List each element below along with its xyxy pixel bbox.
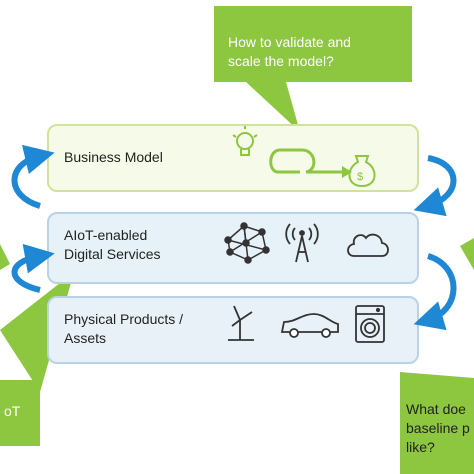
wind-turbine-icon	[228, 305, 254, 341]
bottom-right-callout-text: What doe baseline p like?	[406, 401, 470, 455]
radio-tower-icon	[285, 223, 319, 263]
cloud-icon	[347, 233, 389, 257]
top-callout-text: How to validate and scale the model?	[228, 34, 351, 69]
top-callout-bubble	[214, 6, 412, 132]
left-upper-cycle-arrow	[11, 144, 55, 209]
neural-network-icon	[224, 222, 270, 264]
lightbulb-icon	[232, 126, 258, 156]
digital-services-box	[47, 212, 419, 284]
left-edge-callout	[0, 244, 10, 270]
car-icon	[280, 313, 339, 338]
right-upper-cycle-arrow	[413, 155, 457, 217]
physical-products-label: Physical Products / Assets	[64, 311, 184, 346]
washing-machine-icon	[355, 305, 385, 343]
right-edge-callout	[460, 238, 474, 270]
svg-text:$: $	[357, 171, 363, 183]
digital-services-label: AIoT-enabled Digital Services	[64, 227, 161, 262]
bottom-right-callout-bubble	[400, 372, 474, 474]
bottom-left-callout-text: oT	[4, 403, 21, 419]
money-bag-icon: $	[348, 155, 376, 188]
cycle-arrow-icon	[269, 148, 352, 178]
right-lower-cycle-arrow	[413, 253, 457, 331]
left-lower-cycle-arrow	[11, 243, 55, 293]
business-model-label: Business Model	[64, 149, 163, 165]
